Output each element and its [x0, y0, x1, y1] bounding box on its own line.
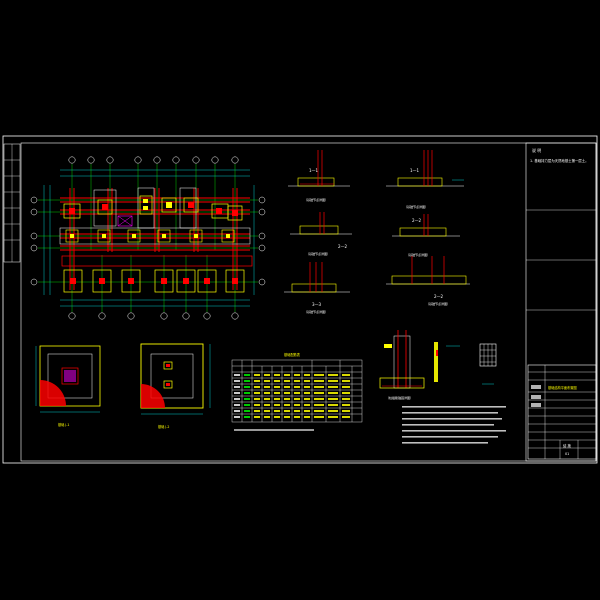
axis-bubbles-sides	[30, 196, 266, 286]
cad-title: 基础结构平面布置图	[548, 385, 577, 390]
section-detail-4: 2—2 （基础节点详图）	[392, 214, 460, 257]
footing-j2-label: 基础 J-2	[158, 424, 169, 429]
section-detail-3: 2—2 （基础节点详图）	[290, 212, 352, 256]
axis-bubbles-top	[68, 156, 239, 164]
pier-grid-detail	[479, 343, 497, 385]
section-3-title: 2—2	[338, 244, 348, 249]
section-6-title: 2—2	[434, 294, 444, 299]
section-detail-5: 3—3 （基础节点详图）	[284, 262, 350, 314]
notes-heading: 说 明	[532, 147, 541, 153]
general-notes-block	[402, 406, 506, 444]
section-detail-6: 2—2 （基础节点详图）	[386, 256, 470, 306]
footing-detail-j1: 基础 J-1	[35, 345, 101, 427]
binding-strip	[3, 143, 21, 263]
section-1-title: 1—1	[309, 168, 319, 173]
rebar-table-title: 基础配筋表	[284, 352, 301, 357]
footings-upper	[63, 195, 243, 227]
footings-lower	[61, 255, 253, 293]
rebar-table: 基础配筋表	[231, 352, 363, 431]
axis-bubbles-bottom	[68, 312, 239, 320]
notes-column: 说 明 1. 基础持力层为天然地基土第一层土。	[525, 142, 597, 462]
section-3-caption: （基础节点详图）	[306, 251, 330, 256]
footing-detail-j2: 基础 J-2	[140, 343, 211, 429]
section-detail-1: 1—1 （基础节点详图）	[288, 150, 350, 202]
plan-dimensions	[43, 169, 255, 307]
notes-first-line: 1. 基础持力层为天然地基土第一层土。	[530, 158, 589, 163]
foundation-plan	[30, 156, 266, 320]
section-2-title: 1—1	[410, 168, 420, 173]
footing-j1-label: 基础 J-1	[58, 422, 69, 427]
section-detail-2: 1—1 （基础节点详图）	[386, 150, 464, 209]
column-anchor-caption: （柱插筋锚固详图）	[386, 395, 413, 400]
section-5-title: 3—3	[312, 302, 322, 307]
section-6-caption: （基础节点详图）	[426, 301, 450, 306]
section-4-title: 2—2	[412, 218, 422, 223]
footings-middle	[65, 229, 235, 243]
section-details: 1—1 （基础节点详图） 1—1 （基础节点详图） 2—2 （基础节点详图）	[284, 150, 470, 314]
sheet-no-label: 结 施	[563, 443, 571, 448]
section-5-caption: （基础节点详图）	[304, 309, 328, 314]
sheet-no: 01	[565, 452, 569, 456]
plan-outline	[59, 187, 251, 245]
title-block: 基础结构平面布置图 结 施 01	[527, 364, 597, 460]
drawing-frame-outer	[2, 135, 598, 464]
column-anchor-detail: （柱插筋锚固详图）	[379, 330, 460, 400]
section-4-caption: （基础节点详图）	[406, 252, 430, 257]
section-1-caption: （基础节点详图）	[304, 197, 328, 202]
section-2-caption: （基础节点详图）	[404, 204, 428, 209]
drawing-frame-inner	[20, 142, 597, 462]
